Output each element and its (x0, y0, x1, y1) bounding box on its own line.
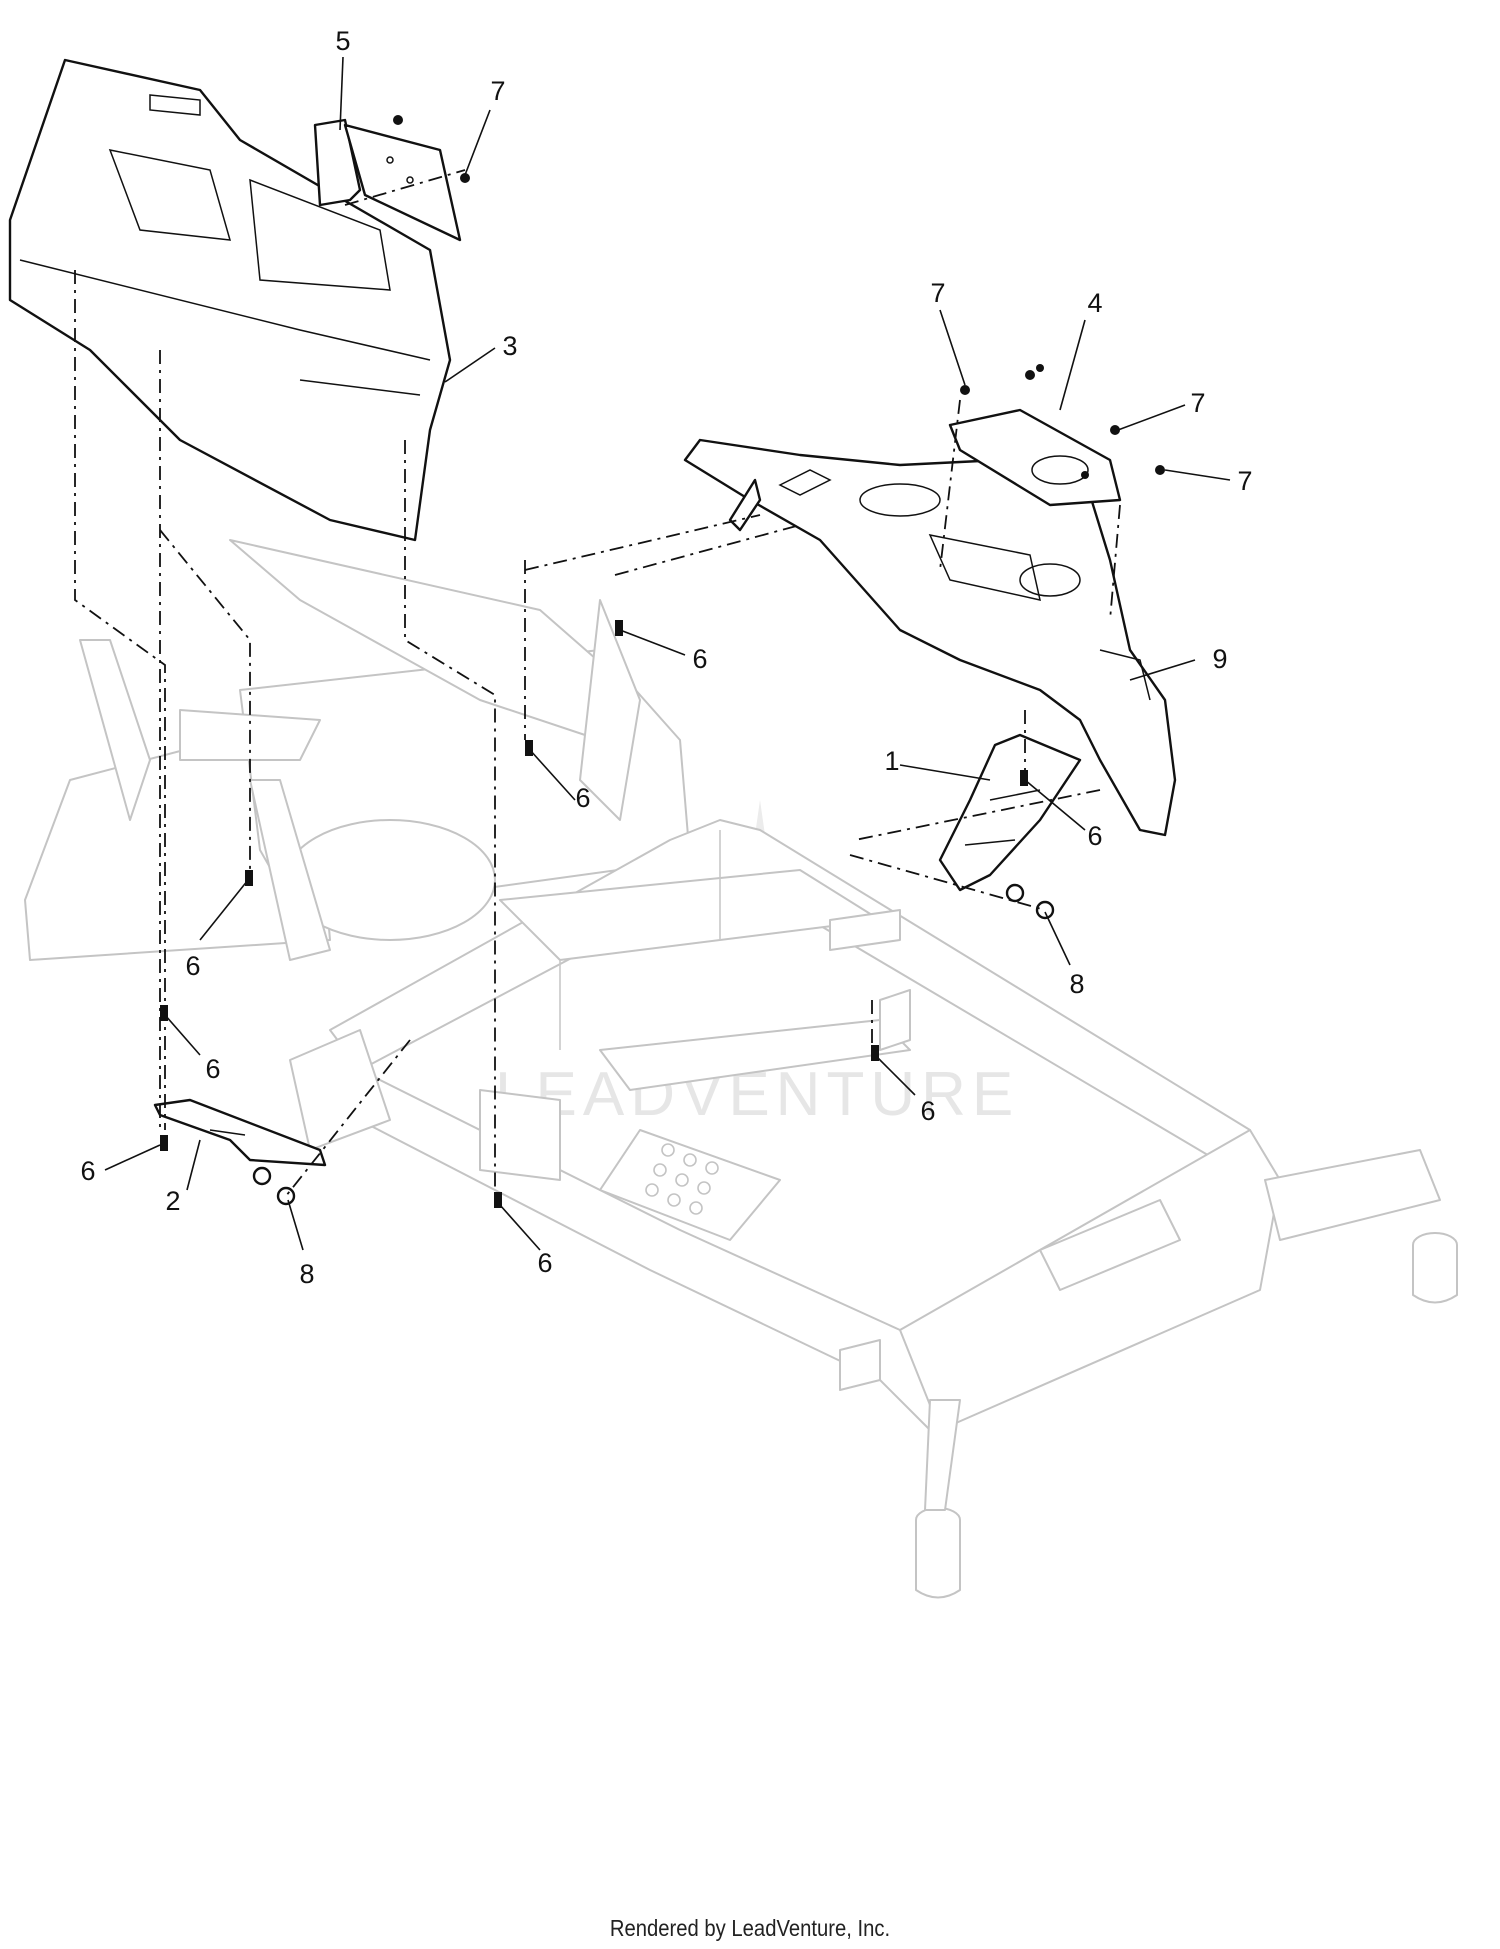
callout-6: 6 (80, 1156, 95, 1186)
frame-deck-slot (1039, 1199, 1181, 1291)
nut-icon (1035, 900, 1055, 920)
screw-icon (1155, 465, 1165, 475)
callout-3: 3 (502, 331, 517, 361)
callout-6: 6 (920, 1096, 935, 1126)
frame-cross-member-1 (499, 869, 881, 961)
footer-credit: Rendered by LeadVenture, Inc. (609, 1915, 891, 1941)
callout-7: 7 (490, 76, 505, 106)
callout-6: 6 (185, 951, 200, 981)
screw-icon (1020, 770, 1028, 786)
callout-7: 7 (930, 278, 945, 308)
screw-icon (1025, 370, 1035, 380)
part-4-top-plate (948, 364, 1165, 507)
screw-icon (245, 870, 253, 886)
frame-pivot-arm (249, 779, 331, 961)
frame-rear-mount (289, 1029, 391, 1151)
frame-footrest (599, 1129, 781, 1241)
callout-6: 6 (1087, 821, 1102, 851)
callout-9: 9 (1212, 644, 1227, 674)
callout-4: 4 (1087, 288, 1102, 318)
leader-lines (104, 56, 1231, 1251)
screw-icon (960, 385, 970, 395)
screw-icon (525, 740, 533, 756)
frame-left-mount (479, 1089, 561, 1181)
frame-cross-member-2 (599, 1019, 911, 1091)
callout-7: 7 (1190, 388, 1205, 418)
screw-icon (160, 1005, 168, 1021)
callout-5: 5 (335, 26, 350, 56)
frame-right-upright (579, 599, 641, 821)
assembly-lines (74, 169, 1121, 1197)
nut-icon (252, 1166, 272, 1186)
fasteners (160, 620, 1055, 1208)
part-3-left-console (8, 58, 452, 542)
screw-icon (1110, 425, 1120, 435)
callout-2: 2 (165, 1186, 180, 1216)
callout-6: 6 (692, 644, 707, 674)
callout-6: 6 (575, 783, 590, 813)
frame-front-deck (899, 1129, 1281, 1431)
frame-front-tab (839, 1339, 881, 1391)
callout-8: 8 (1069, 969, 1084, 999)
frame-caster-left-post (924, 1399, 961, 1511)
frame-axle-arm (1264, 1149, 1441, 1241)
nut-icon (1005, 883, 1025, 903)
part-2-left-bracket (153, 1098, 327, 1167)
screw-icon (615, 620, 623, 636)
screw-icon (871, 1045, 879, 1061)
callout-1: 1 (884, 746, 899, 776)
frame-caster-right (1412, 1245, 1458, 1304)
callout-8: 8 (299, 1259, 314, 1289)
mower-frame (24, 539, 1458, 1599)
frame-right-tab (829, 909, 901, 951)
callout-6: 6 (205, 1054, 220, 1084)
part-5-mount-bracket (313, 115, 470, 242)
part-9-right-console (683, 438, 1177, 837)
frame-footrest-holes (645, 1143, 719, 1215)
callout-6: 6 (537, 1248, 552, 1278)
screw-icon (1081, 471, 1089, 479)
part-1-right-bracket (938, 733, 1082, 892)
screw-icon (494, 1192, 502, 1208)
frame-right-post (879, 989, 911, 1051)
screw-icon (393, 115, 403, 125)
frame-left-upright (79, 639, 151, 821)
screw-icon (160, 1135, 168, 1151)
frame-caster-left (915, 1520, 961, 1599)
nut-icon (276, 1186, 296, 1206)
callouts: 5 7 3 7 4 7 7 6 9 6 1 6 8 6 6 6 2 8 6 6 (80, 26, 1252, 1289)
callout-7: 7 (1237, 466, 1252, 496)
screw-icon (460, 173, 470, 183)
screw-icon (1036, 364, 1044, 372)
